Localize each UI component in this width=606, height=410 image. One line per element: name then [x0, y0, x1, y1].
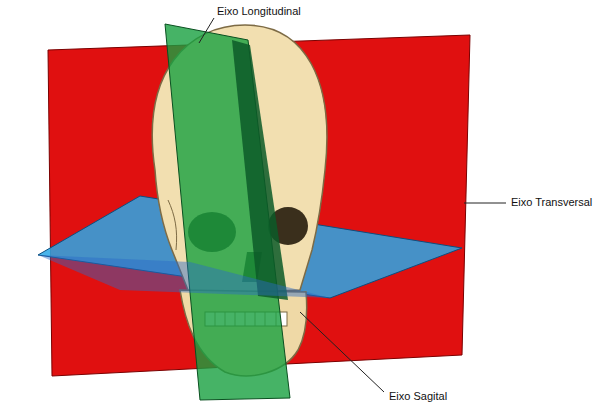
leader-line — [199, 18, 214, 43]
axis-label: Eixo Longitudinal — [216, 5, 302, 18]
axis-label: Eixo Transversal — [510, 196, 593, 209]
sagittal-plane-shade — [232, 40, 288, 300]
leader-line — [464, 203, 506, 204]
axis-label: Eixo Sagital — [388, 390, 448, 403]
sagittal-plane — [165, 24, 290, 400]
leader-line — [300, 312, 384, 392]
transverse-plane-front — [38, 255, 330, 298]
